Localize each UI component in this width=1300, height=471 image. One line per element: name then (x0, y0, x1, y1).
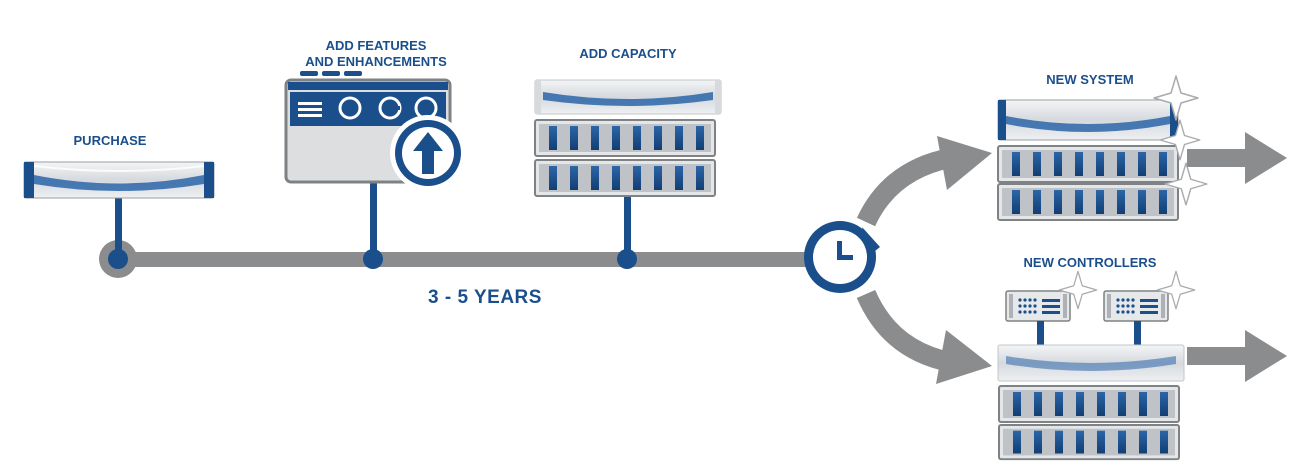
label-features: ADD FEATURES AND ENHANCEMENTS (266, 38, 486, 70)
clock-refresh-icon (804, 221, 880, 293)
label-capacity: ADD CAPACITY (579, 46, 677, 61)
arrow-right-icon (1187, 330, 1287, 382)
arrow-up-icon (413, 132, 443, 174)
label-features-line2: AND ENHANCEMENTS (305, 54, 447, 69)
label-new-controllers: NEW CONTROLLERS (1023, 255, 1157, 270)
storage-shelf-stack-icon (534, 79, 722, 197)
controller-swap-icon (997, 270, 1196, 461)
branch-arrows (856, 136, 992, 384)
label-duration: 3 - 5 YEARS (428, 287, 542, 308)
timeline (99, 182, 813, 278)
arrow-right-icon (1187, 132, 1287, 184)
label-purchase: PURCHASE (73, 133, 147, 148)
label-new-system: NEW SYSTEM (1046, 72, 1134, 87)
label-features-line1: ADD FEATURES (325, 38, 427, 53)
new-storage-system-icon (997, 99, 1179, 221)
controller-chassis-icon (23, 161, 215, 199)
feature-upgrade-panel-icon (284, 71, 466, 191)
